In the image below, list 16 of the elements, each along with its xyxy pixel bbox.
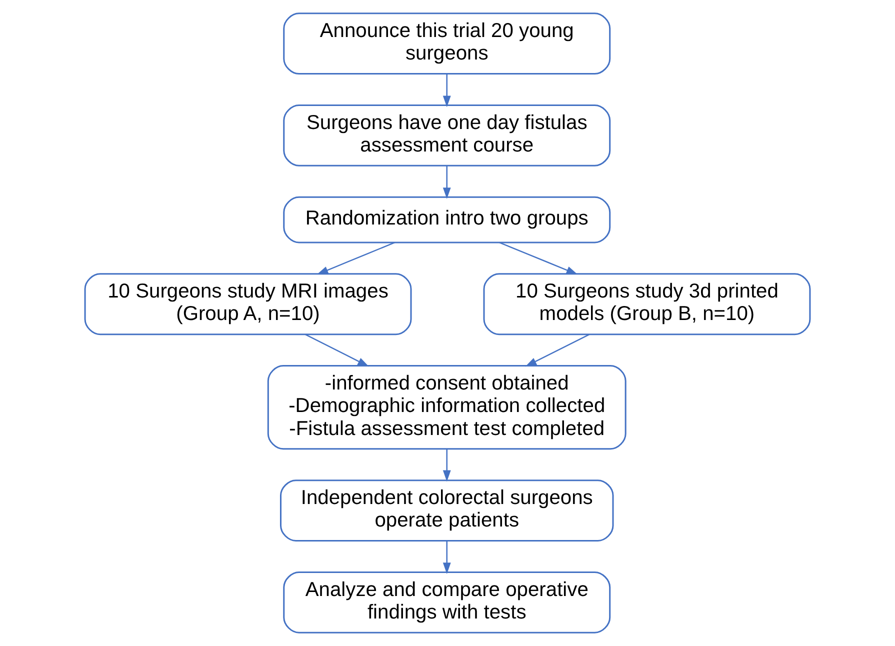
node-box: Surgeons have one day fistulas assessment course: [283, 104, 611, 166]
arrow: [442, 74, 451, 108]
node-box: Randomization intro two groups: [283, 196, 611, 244]
arrow: [525, 334, 590, 367]
arrow: [442, 448, 451, 482]
node-box: Analyze and compare operative findings with tests: [283, 571, 611, 634]
arrow: [442, 166, 451, 199]
node-box: 10 Surgeons study 3d printed models (Group B, n=10): [483, 273, 811, 336]
arrow: [305, 334, 369, 367]
arrow: [442, 541, 451, 574]
node-box: -informed consent obtained -Demographic information collected -Fistula assessment test completed: [267, 365, 626, 450]
arrow: [316, 242, 395, 275]
node-box: Independent colorectal surgeons operate patients: [280, 480, 614, 542]
arrow: [499, 242, 578, 275]
node-box: Announce this trial 20 young surgeons: [283, 12, 611, 75]
node-box: 10 Surgeons study MRI images (Group A, n=10): [84, 273, 412, 336]
